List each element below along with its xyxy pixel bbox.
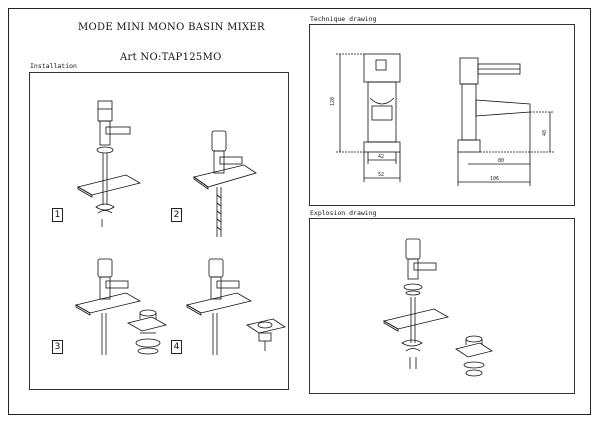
step-3-illustration [74,258,168,355]
step-number-2: 2 [171,208,182,222]
step-number-1: 1 [52,208,63,222]
explosion-drawing [382,238,493,377]
dimension-spout-reach: 80 [498,158,504,164]
installation-panel [29,72,289,390]
dimension-spout-height: 48 [542,130,548,136]
explosion-panel [309,218,575,394]
explosion-label: Explosion drawing [310,209,377,217]
step-2-illustration [193,130,257,237]
step-number-4: 4 [171,340,182,354]
dimension-height: 120 [330,97,336,106]
drawing-sheet [8,8,591,415]
article-number: Art NO:TAP125MO [120,52,222,63]
dimension-inner-width: 42 [378,154,384,160]
step-number-3: 3 [52,340,63,354]
dimension-outer-width: 52 [378,172,384,178]
dimension-total-depth: 106 [490,176,499,182]
technique-panel [309,24,575,206]
step-4-illustration [185,258,286,355]
step-1-illustration [76,100,142,227]
technique-label: Technique drawing [310,15,377,23]
installation-label: Installation [30,62,77,70]
technique-drawing: 120 42 52 48 80 106 [330,53,554,186]
document-title: MODE MINI MONO BASIN MIXER [78,22,265,33]
